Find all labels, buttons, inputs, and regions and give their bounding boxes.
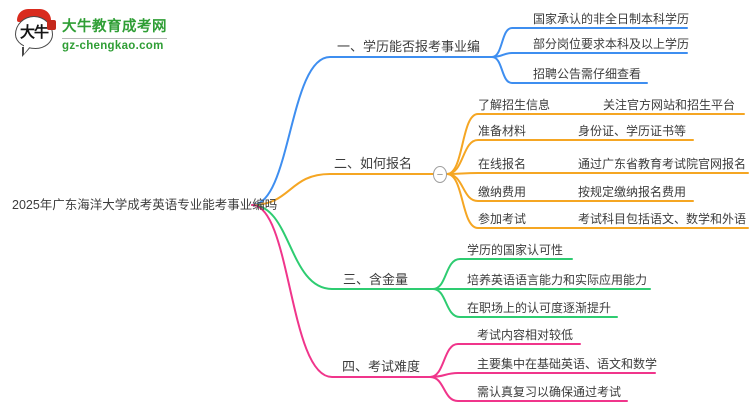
logo-seal-icon: [47, 20, 56, 30]
branch-1-child-3[interactable]: 招聘公告需仔细查看: [533, 67, 642, 81]
branch-2-child-4-desc: 按规定缴纳报名费用: [578, 185, 687, 199]
branch-1-child-1[interactable]: 国家承认的非全日制本科学历: [533, 12, 690, 26]
branch-2-child-1-desc: 关注官方网站和招生平台: [603, 98, 736, 112]
branch-2-child-1[interactable]: 了解招生信息 关注官方网站和招生平台: [478, 97, 735, 113]
branch-2-child-4[interactable]: 缴纳费用 按规定缴纳报名费用: [478, 184, 686, 200]
branch-4-child-1-connector: [429, 343, 581, 378]
branch-3-child-3[interactable]: 在职场上的认可度逐渐提升: [467, 301, 612, 315]
branch-3-child-1-connector: [432, 258, 573, 290]
branch-2-child-5-label: 参加考试: [478, 212, 527, 226]
branch-2-child-2[interactable]: 准备材料 身份证、学历证书等: [478, 123, 686, 139]
logo-bull-bubble-icon: 大牛: [14, 8, 58, 58]
site-name: 大牛教育成考网: [62, 19, 167, 35]
branch-4-child-2[interactable]: 主要集中在基础英语、语文和数学: [477, 357, 658, 371]
branch-2-connector: [251, 173, 434, 206]
branch-2-child-1-connector: [446, 113, 745, 175]
branch-4-connector: [251, 204, 431, 378]
branch-2-label[interactable]: 二、如何报名: [334, 156, 413, 171]
logo-text-block: 大牛教育成考网 gz-chengkao.com: [62, 8, 167, 52]
branch-2-collapse-button[interactable]: −: [433, 166, 447, 183]
branch-1-child-2-connector: [491, 52, 688, 58]
branch-2-child-3-desc: 通过广东省教育考试院官网报名: [578, 157, 747, 171]
branch-2-child-2-label: 准备材料: [478, 124, 527, 138]
branch-4-child-2-connector: [429, 372, 656, 378]
branch-4-child-3-connector: [429, 376, 628, 402]
branch-2-child-3-connector: [446, 172, 749, 175]
site-logo[interactable]: 大牛 大牛教育成考网 gz-chengkao.com: [14, 8, 167, 58]
branch-1-child-2[interactable]: 部分岗位要求本科及以上学历: [533, 37, 690, 51]
branch-3-child-3-connector: [432, 288, 618, 318]
branch-2-child-2-desc: 身份证、学历证书等: [578, 124, 687, 138]
central-topic[interactable]: 2025年广东海洋大学成考英语专业能考事业编吗: [12, 198, 278, 212]
branch-1-child-3-connector: [491, 56, 648, 84]
branch-3-child-2[interactable]: 培养英语语言能力和实际应用能力: [467, 273, 648, 287]
branch-2-child-3-label: 在线报名: [478, 157, 527, 171]
branch-2-child-5-desc: 考试科目包括语文、数学和外语: [578, 212, 747, 226]
branch-2-child-1-label: 了解招生信息: [478, 98, 551, 112]
branch-2-child-5-connector: [446, 173, 749, 229]
branch-4-child-3[interactable]: 需认真复习以确保通过考试: [477, 385, 622, 399]
branch-4-label[interactable]: 四、考试难度: [342, 359, 421, 374]
branch-2-child-2-connector: [446, 139, 694, 175]
branch-1-label[interactable]: 一、学历能否报考事业编: [337, 39, 481, 54]
branch-2-child-3[interactable]: 在线报名 通过广东省教育考试院官网报名: [478, 156, 746, 172]
branch-1-connector: [251, 56, 493, 206]
branch-3-label[interactable]: 三、含金量: [343, 272, 409, 287]
branch-2-child-5[interactable]: 参加考试 考试科目包括语文、数学和外语: [478, 211, 746, 227]
logo-bubble: [15, 16, 53, 49]
logo-icon-text: 大牛: [20, 23, 49, 41]
branch-4-child-1[interactable]: 考试内容相对较低: [477, 328, 574, 342]
site-url: gz-chengkao.com: [62, 38, 167, 52]
branch-3-connector: [251, 204, 434, 290]
branch-2-child-4-label: 缴纳费用: [478, 185, 527, 199]
branch-3-child-1[interactable]: 学历的国家认可性: [467, 243, 564, 257]
